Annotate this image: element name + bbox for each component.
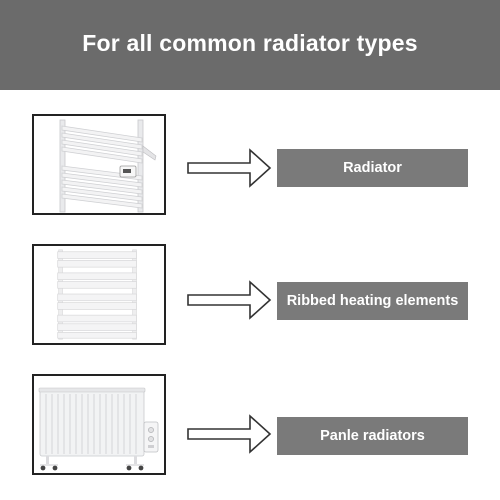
oil-filled-panel-radiator-image (32, 374, 166, 475)
label-radiator: Radiator (277, 149, 468, 187)
arrow-right-icon (186, 278, 272, 322)
label-ribbed-heating-elements-text: Ribbed heating elements (286, 293, 459, 309)
towel-rail-radiator-icon (34, 116, 164, 213)
flat-panel-towel-radiator-image (32, 244, 166, 345)
arrow-right-icon (186, 146, 272, 190)
label-panle-radiators-text: Panle radiators (320, 428, 425, 444)
label-ribbed-heating-elements: Ribbed heating elements (277, 282, 468, 320)
label-panle-radiators: Panle radiators (277, 417, 468, 455)
label-radiator-text: Radiator (343, 160, 402, 176)
flat-panel-towel-radiator-icon (36, 246, 162, 343)
oil-filled-panel-radiator-icon (34, 376, 164, 473)
towel-rail-radiator-image (32, 114, 166, 215)
header-banner: For all common radiator types (0, 0, 500, 90)
arrow-right-icon (186, 412, 272, 456)
header-title: For all common radiator types (82, 29, 418, 56)
